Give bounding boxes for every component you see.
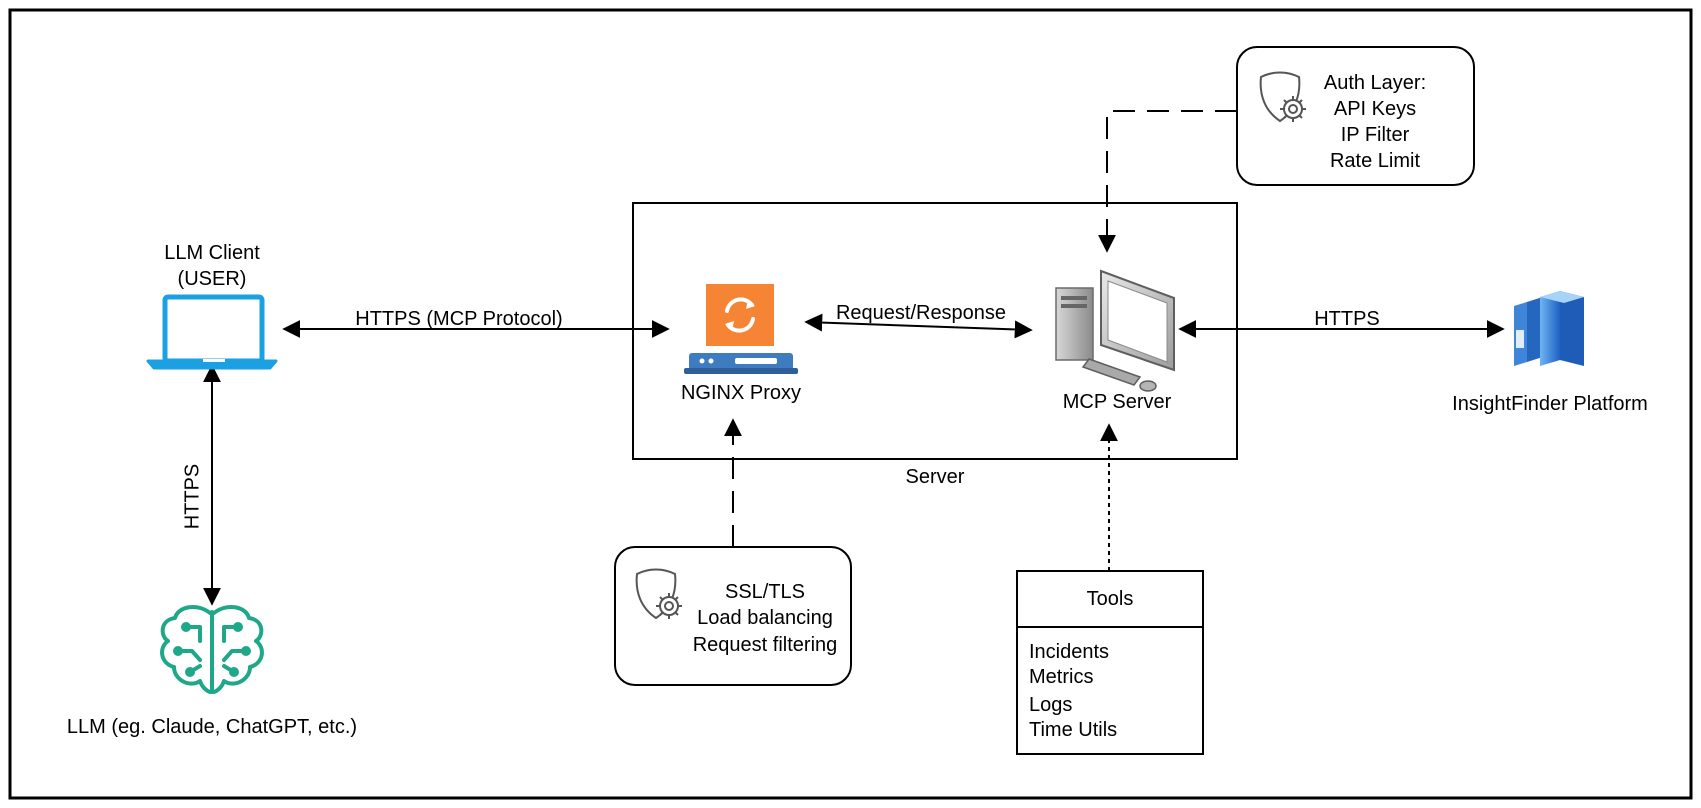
server-box-label: Server xyxy=(905,466,965,488)
platform-icon xyxy=(1514,291,1584,366)
platform-label: InsightFinder Platform xyxy=(1452,393,1648,415)
auth-layer-title: Auth Layer: xyxy=(1323,72,1427,94)
mcp-platform-link-label: HTTPS xyxy=(1314,308,1380,330)
nginx-proxy-label: NGINX Proxy xyxy=(680,382,802,404)
ssl-shield-icon xyxy=(635,568,682,620)
auth-shield-icon xyxy=(1259,71,1306,123)
computer-icon xyxy=(1055,269,1175,392)
client-llm-link-label: HTTPS xyxy=(181,463,204,530)
auth-mcp-link xyxy=(1098,110,1237,253)
brain-icon xyxy=(160,605,264,694)
llm-client-title: LLM Client xyxy=(164,242,260,264)
tools-title: Tools xyxy=(1086,588,1134,610)
client-proxy-link-label: HTTPS (MCP Protocol) xyxy=(355,308,563,330)
tools-item-incidents: Incidents xyxy=(1029,641,1110,663)
mcp-server-label: MCP Server xyxy=(1062,391,1172,413)
llm-label: LLM (eg. Claude, ChatGPT, etc.) xyxy=(66,716,358,738)
auth-layer-box xyxy=(1236,46,1475,186)
laptop-icon xyxy=(146,294,278,370)
ssl-tls-label: SSL/TLS xyxy=(724,581,806,603)
llm-client-subtitle: (USER) xyxy=(177,268,247,290)
tools-item-metrics: Metrics xyxy=(1029,666,1094,688)
auth-layer-ip-filter: IP Filter xyxy=(1340,124,1410,146)
auth-layer-api-keys: API Keys xyxy=(1333,98,1417,120)
proxy-mcp-link-label: Request/Response xyxy=(835,302,1007,324)
tools-item-time-utils: Time Utils xyxy=(1029,719,1118,741)
nginx-proxy-icon xyxy=(684,284,798,374)
outer-frame xyxy=(8,8,1693,800)
proxy-mcp-link xyxy=(804,313,1033,339)
tools-item-logs: Logs xyxy=(1029,694,1073,716)
request-filtering-label: Request filtering xyxy=(692,634,838,656)
auth-layer-rate-limit: Rate Limit xyxy=(1329,150,1421,172)
load-balancing-label: Load balancing xyxy=(697,607,833,629)
